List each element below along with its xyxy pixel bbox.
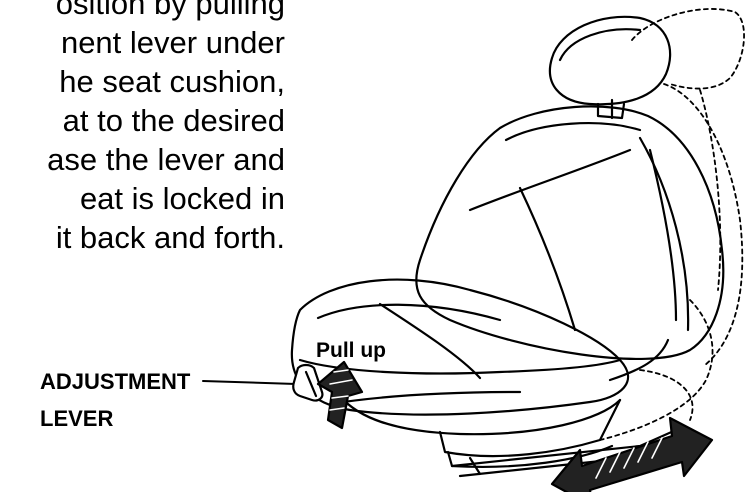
headrest [550, 17, 670, 118]
pull-up-arrow-icon [318, 362, 362, 428]
back-forth-arrow-icon [552, 418, 712, 492]
backrest [416, 106, 723, 359]
leader-line [203, 381, 296, 384]
